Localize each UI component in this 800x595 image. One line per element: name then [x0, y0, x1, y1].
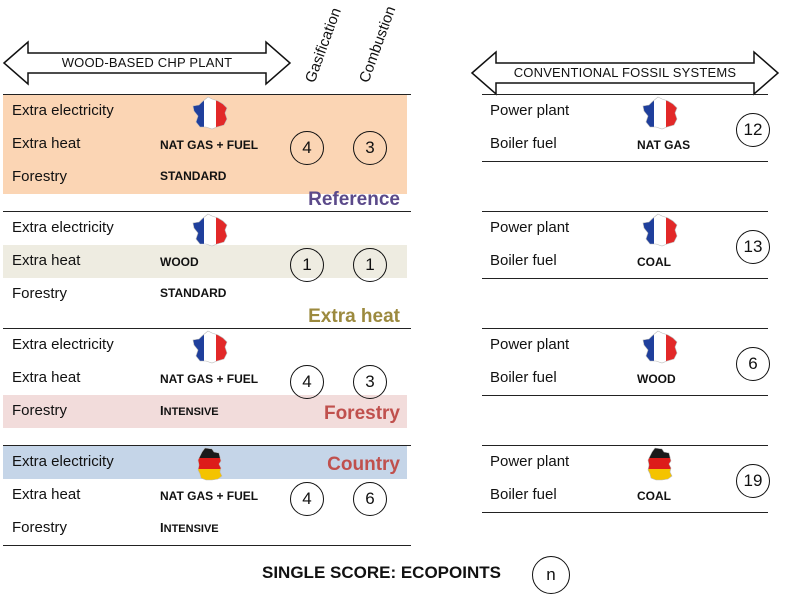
row-label: Forestry — [12, 285, 68, 302]
country-flag — [190, 330, 230, 364]
double-arrow-icon — [470, 50, 780, 96]
block-divider — [3, 328, 411, 329]
fossil-score: 19 — [736, 464, 770, 498]
country-flag — [640, 96, 680, 130]
row-label: Boiler fuel — [490, 486, 557, 503]
row-label: Extra heat — [12, 252, 81, 269]
combustion-score: 3 — [353, 365, 387, 399]
block-divider — [482, 512, 768, 513]
gasification-score: 1 — [290, 248, 324, 282]
wood-chp-header-label: WOOD-BASED CHP PLANT — [61, 55, 233, 70]
forestry-value: STANDARD — [160, 286, 227, 300]
country-flag — [640, 330, 680, 364]
wood-chp-header-arrow: WOOD-BASED CHP PLANT — [2, 40, 292, 86]
boiler-fuel-value: NAT GAS — [637, 138, 691, 152]
country-flag — [640, 447, 680, 481]
fossil-score: 12 — [736, 113, 770, 147]
france-flag-icon — [192, 96, 228, 130]
forestry-value: STANDARD — [160, 169, 227, 183]
gasification-score: 4 — [290, 482, 324, 516]
combustion-score: 3 — [353, 131, 387, 165]
heat-fuel-value: NAT GAS + FUEL — [160, 489, 259, 503]
scenario-tag: Forestry — [323, 403, 400, 425]
block-divider — [3, 94, 411, 95]
row-label: Boiler fuel — [490, 369, 557, 386]
fossil-header-label: CONVENTIONAL FOSSIL SYSTEMS — [513, 65, 737, 80]
double-arrow-icon — [2, 40, 292, 86]
ecopoints-legend-circle: n — [532, 556, 570, 594]
row-label: Boiler fuel — [490, 135, 557, 152]
block-divider — [3, 445, 411, 446]
country-flag — [190, 96, 230, 130]
scenario-tag: Country — [327, 454, 400, 476]
block-divider — [482, 211, 768, 212]
row-label: Power plant — [490, 102, 570, 119]
row-label: Forestry — [12, 402, 68, 419]
france-flag-icon — [192, 330, 228, 364]
boiler-fuel-value: WOOD — [637, 372, 676, 386]
footer-title: SINGLE SCORE: ECOPOINTS — [262, 563, 501, 582]
scenario-tag: Extra heat — [308, 306, 400, 328]
gasification-score: 4 — [290, 365, 324, 399]
row-label: Forestry — [12, 168, 68, 185]
gasification-score: 4 — [290, 131, 324, 165]
block-divider — [3, 211, 411, 212]
boiler-fuel-value: COAL — [637, 489, 671, 503]
combustion-score: 1 — [353, 248, 387, 282]
forestry-value: INTENSIVE — [160, 403, 219, 418]
block-divider — [482, 278, 768, 279]
heat-fuel-value: WOOD — [160, 255, 199, 269]
fossil-score: 13 — [736, 230, 770, 264]
block-divider — [482, 395, 768, 396]
row-label: Extra heat — [12, 486, 81, 503]
boiler-fuel-value: COAL — [637, 255, 671, 269]
combustion-score: 6 — [353, 482, 387, 516]
gasification-column-header: Gasification — [302, 5, 345, 86]
row-label: Extra electricity — [12, 102, 114, 119]
france-flag-icon — [642, 213, 678, 247]
fossil-score: 6 — [736, 347, 770, 381]
block-divider — [482, 94, 768, 95]
row-label: Extra heat — [12, 135, 81, 152]
row-label: Extra heat — [12, 369, 81, 386]
scenario-highlight-band — [3, 245, 407, 278]
france-flag-icon — [642, 330, 678, 364]
block-divider — [482, 445, 768, 446]
row-label: Power plant — [490, 336, 570, 353]
france-flag-icon — [642, 96, 678, 130]
heat-fuel-value: NAT GAS + FUEL — [160, 372, 259, 386]
scenario-highlight-band — [3, 395, 407, 428]
row-label: Power plant — [490, 453, 570, 470]
heat-fuel-value: NAT GAS + FUEL — [160, 138, 259, 152]
row-label: Extra electricity — [12, 336, 114, 353]
country-flag — [640, 213, 680, 247]
country-flag — [190, 447, 230, 481]
row-label: Extra electricity — [12, 219, 114, 236]
country-flag — [190, 213, 230, 247]
row-label: Forestry — [12, 519, 68, 536]
row-label: Extra electricity — [12, 453, 114, 470]
fossil-header-arrow: CONVENTIONAL FOSSIL SYSTEMS — [470, 50, 780, 96]
germany-flag-icon — [197, 447, 223, 481]
block-divider — [482, 328, 768, 329]
france-flag-icon — [192, 213, 228, 247]
scenario-tag: Reference — [308, 189, 400, 211]
row-label: Boiler fuel — [490, 252, 557, 269]
forestry-value: INTENSIVE — [160, 520, 219, 535]
block-divider — [482, 161, 768, 162]
combustion-column-header: Combustion — [356, 3, 400, 85]
germany-flag-icon — [647, 447, 673, 481]
row-label: Power plant — [490, 219, 570, 236]
block-divider — [3, 545, 411, 546]
